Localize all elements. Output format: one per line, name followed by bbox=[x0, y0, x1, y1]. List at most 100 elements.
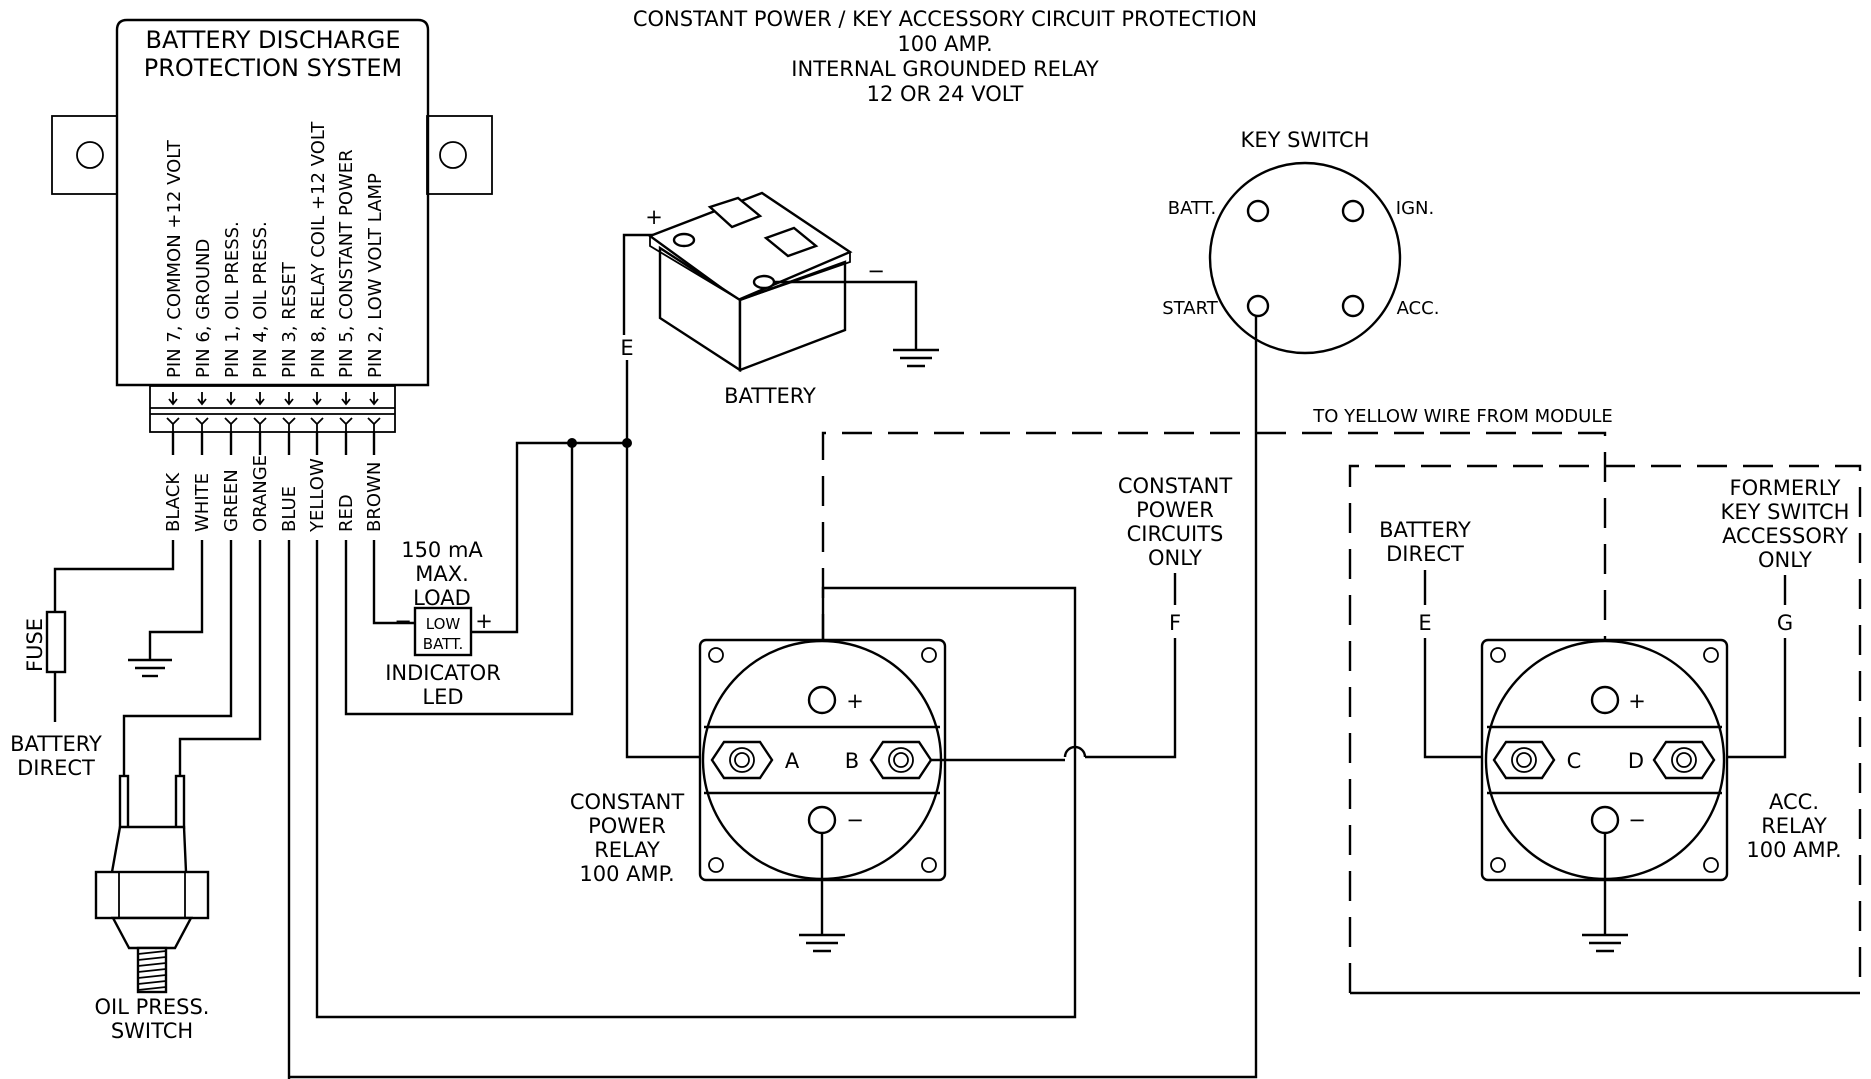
relay2-minus-sign: − bbox=[1628, 808, 1646, 832]
fuse-label: FUSE bbox=[23, 618, 47, 672]
battery-plus-terminal bbox=[672, 232, 696, 248]
module-wires bbox=[53, 315, 1258, 1079]
relay2-term-d: D bbox=[1628, 749, 1644, 773]
led-caption-1: INDICATOR bbox=[385, 661, 501, 685]
right-mounting-hole-icon bbox=[439, 141, 467, 169]
led-load-1: 150 mA bbox=[401, 538, 483, 562]
green-wire bbox=[122, 540, 233, 826]
start-terminal-icon bbox=[1246, 294, 1270, 318]
key-switch: KEY SWITCH BATT. IGN. START ACC. bbox=[1162, 128, 1439, 355]
acc-relay: + − C D ACC. RELAY 100 AMP. bbox=[1480, 638, 1842, 935]
battery-label: BATTERY bbox=[724, 384, 816, 408]
white-wire bbox=[148, 540, 204, 660]
oil-switch-terminal-right bbox=[174, 774, 186, 830]
ground-icon-relay2 bbox=[1582, 933, 1628, 953]
relay1-caption-4: 100 AMP. bbox=[579, 862, 674, 886]
module-body bbox=[115, 18, 430, 387]
relay1-caption-2: POWER bbox=[588, 814, 666, 838]
wire-label-blue: BLUE bbox=[279, 486, 300, 532]
constant-power-circuits: CONSTANT POWER CIRCUITS ONLY F bbox=[1063, 474, 1233, 759]
key-batt-label: BATT. bbox=[1168, 198, 1217, 219]
acc-relay-enclosure bbox=[1348, 464, 1862, 995]
black-wire bbox=[53, 540, 175, 612]
orange-wire bbox=[178, 540, 262, 826]
batt-terminal-icon bbox=[1246, 199, 1270, 223]
led-load-2: MAX. bbox=[415, 562, 469, 586]
title-line-3: INTERNAL GROUNDED RELAY bbox=[791, 57, 1099, 81]
relay1-plus-terminal-icon bbox=[807, 685, 837, 715]
relay1-caption-3: RELAY bbox=[594, 838, 660, 862]
battery-lead-label-e: E bbox=[620, 336, 633, 360]
fuse-body bbox=[45, 610, 67, 674]
key-switch-label: KEY SWITCH bbox=[1241, 128, 1370, 152]
wire-label-yellow: YELLOW bbox=[307, 458, 328, 533]
relay2-stud-c-icon bbox=[1492, 740, 1556, 780]
acc-terminal-icon bbox=[1341, 294, 1365, 318]
wire-label-red: RED bbox=[336, 494, 357, 532]
ground-icon-relay1 bbox=[799, 933, 845, 953]
wire-label-brown: BROWN bbox=[364, 462, 385, 532]
ground-icon-battery bbox=[893, 348, 939, 368]
wire-color-labels: BLACK WHITE GREEN ORANGE BLUE YELLOW RED… bbox=[163, 455, 385, 533]
wire-label-orange: ORANGE bbox=[250, 455, 271, 532]
formerly-label-2: KEY SWITCH bbox=[1721, 500, 1850, 524]
formerly-label-3: ACCESSORY bbox=[1722, 524, 1848, 548]
battery-minus-terminal bbox=[752, 274, 776, 290]
relay2-caption-2: RELAY bbox=[1761, 814, 1827, 838]
constant-circuits-lead-f: F bbox=[1169, 611, 1181, 635]
ign-terminal-icon bbox=[1341, 199, 1365, 223]
relay1-stud-a-icon bbox=[710, 740, 774, 780]
battery-direct-e: BATTERY DIRECT E bbox=[1379, 518, 1500, 759]
pin-label-1: PIN 1, OIL PRESS. bbox=[222, 221, 243, 378]
title-line-2: 100 AMP. bbox=[897, 32, 992, 56]
title-line-4: 12 OR 24 VOLT bbox=[867, 82, 1024, 106]
relay1-term-b: B bbox=[845, 749, 859, 773]
relay1-term-a: A bbox=[785, 749, 800, 773]
connector-strip bbox=[149, 385, 396, 433]
battery-cap-2 bbox=[763, 226, 819, 258]
red-wire bbox=[344, 443, 574, 716]
wire-label-black: BLACK bbox=[163, 472, 184, 532]
led-caption-2: LED bbox=[422, 685, 463, 709]
constant-circuits-label-3: CIRCUITS bbox=[1127, 522, 1224, 546]
title-line-1: CONSTANT POWER / KEY ACCESSORY CIRCUIT P… bbox=[633, 7, 1257, 31]
yellow-wire-note: TO YELLOW WIRE FROM MODULE bbox=[1312, 406, 1612, 427]
connector-pins bbox=[166, 392, 381, 432]
constant-power-relay: + − A B CONSTANT POWER RELAY 100 AMP. bbox=[570, 638, 1065, 935]
relay1-minus-sign: − bbox=[846, 808, 864, 832]
battery: E + − BATTERY bbox=[620, 191, 918, 759]
oil-switch-cap bbox=[110, 825, 188, 879]
oil-switch-hex bbox=[94, 870, 210, 920]
formerly-lead-g: G bbox=[1777, 611, 1793, 635]
yellow-wire bbox=[315, 540, 1077, 1019]
right-mounting-ear bbox=[426, 115, 493, 195]
wire-label-green: GREEN bbox=[221, 469, 242, 532]
pin-label-2: PIN 2, LOW VOLT LAMP bbox=[365, 173, 386, 378]
pin-label-3: PIN 3, RESET bbox=[279, 261, 300, 378]
relay2-stud-d-icon bbox=[1652, 740, 1716, 780]
led-load-3: LOAD bbox=[413, 586, 471, 610]
battery-direct-label-2: DIRECT bbox=[17, 756, 95, 780]
module-title-2: PROTECTION SYSTEM bbox=[144, 54, 403, 82]
formerly-key-switch-g: FORMERLY KEY SWITCH ACCESSORY ONLY G bbox=[1710, 476, 1850, 759]
pin-label-7: PIN 7, COMMON +12 VOLT bbox=[164, 139, 185, 378]
constant-circuits-label-1: CONSTANT bbox=[1118, 474, 1233, 498]
led-plus-sign: + bbox=[475, 609, 493, 633]
constant-circuits-label-2: POWER bbox=[1136, 498, 1214, 522]
protection-module: BATTERY DISCHARGE PROTECTION SYSTEM PIN … bbox=[51, 18, 493, 433]
pin-label-4: PIN 4, OIL PRESS. bbox=[250, 221, 271, 378]
key-start-label: START bbox=[1162, 298, 1219, 319]
battery-plus-sign: + bbox=[645, 205, 663, 229]
low-batt-indicator-led: 150 mA MAX. LOAD LOW BATT. − + INDICATOR… bbox=[385, 441, 572, 709]
formerly-label-4: ONLY bbox=[1758, 548, 1812, 572]
pin-label-5: PIN 5, CONSTANT POWER bbox=[336, 149, 357, 378]
led-box-text-2: BATT. bbox=[423, 635, 463, 653]
wire-label-white: WHITE bbox=[192, 473, 213, 532]
relay1-plus-sign: + bbox=[846, 689, 864, 713]
relay2-caption-1: ACC. bbox=[1769, 790, 1819, 814]
battery-direct2-label-1: BATTERY bbox=[1379, 518, 1471, 542]
blue-wire-return bbox=[289, 315, 1258, 1079]
left-mounting-ear bbox=[51, 115, 118, 195]
key-switch-body bbox=[1208, 161, 1402, 355]
led-box bbox=[413, 606, 473, 657]
